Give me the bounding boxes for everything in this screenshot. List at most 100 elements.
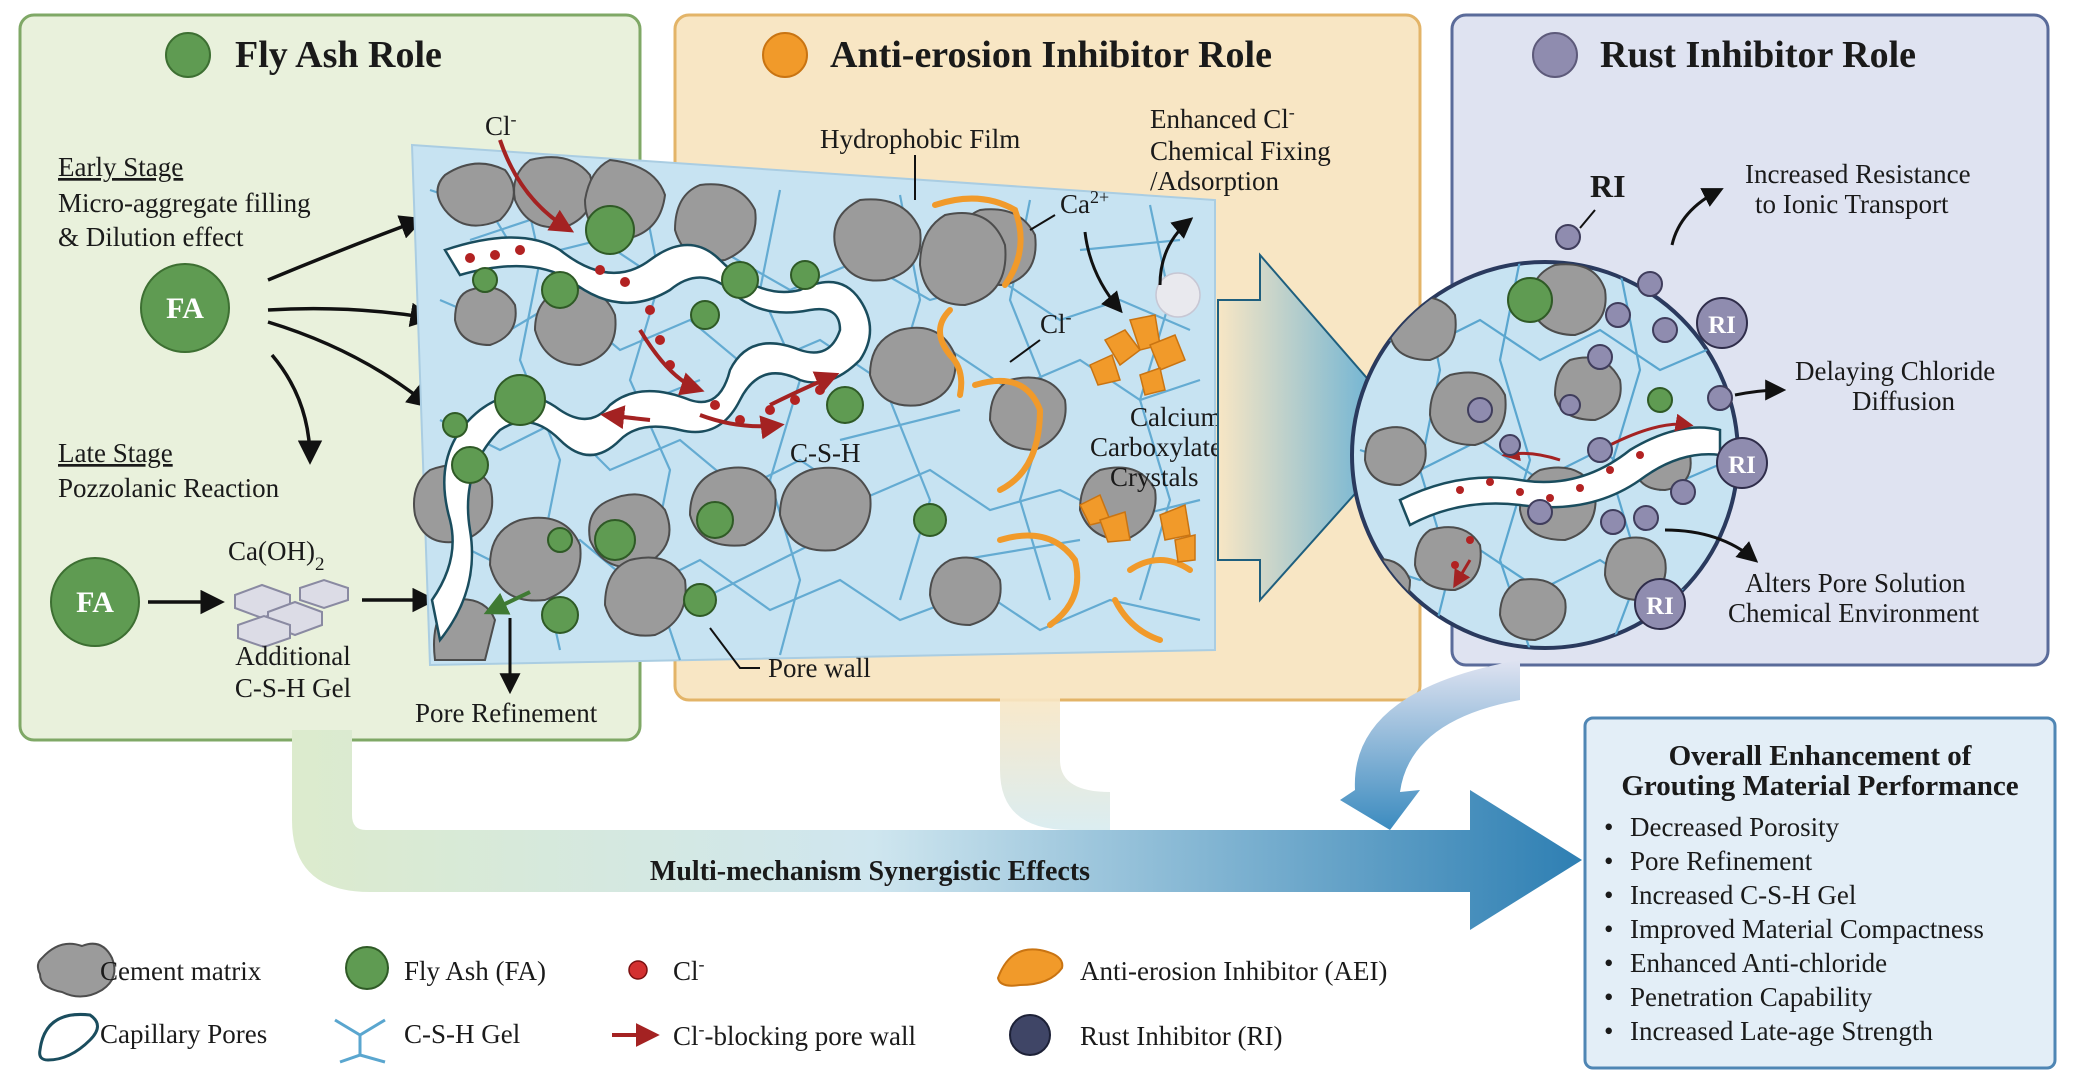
resistance-arrow bbox=[1670, 188, 1724, 246]
overall-bullet: • bbox=[1604, 948, 1613, 978]
legend-blocking-label: Cl--blocking pore wall bbox=[673, 1019, 916, 1051]
overall-item: Increased Late-age Strength bbox=[1630, 1016, 1933, 1046]
aei-cl-leader bbox=[1009, 339, 1041, 363]
fa-circle-early bbox=[140, 263, 230, 353]
enhanced-line3: /Adsorption bbox=[1150, 166, 1280, 196]
legend-ri-label: Rust Inhibitor (RI) bbox=[1080, 1021, 1283, 1051]
overall-bullet: • bbox=[1604, 812, 1613, 842]
aei-feed-arrow bbox=[1000, 698, 1110, 830]
alters-arrow bbox=[1664, 528, 1759, 563]
legend-aei-label: Anti-erosion Inhibitor (AEI) bbox=[1080, 956, 1387, 986]
early-stage-line2: & Dilution effect bbox=[58, 222, 244, 252]
rust-title: Rust Inhibitor Role bbox=[1600, 34, 1916, 76]
fa-circle-late bbox=[50, 557, 140, 647]
aei-hydrophobic-film bbox=[932, 195, 1193, 643]
legend-cement-label: Cement matrix bbox=[100, 956, 262, 986]
synergy-label: Multi-mechanism Synergistic Effects bbox=[650, 856, 1090, 887]
early-stage-line1: Micro-aggregate filling bbox=[58, 188, 311, 218]
overall-bullet: • bbox=[1604, 982, 1613, 1012]
legend: Cement matrix Fly Ash (FA) Cl- Anti-eros… bbox=[36, 942, 1387, 1064]
ca-label: Ca2+ bbox=[1060, 187, 1109, 219]
calcium-line1: Calcium bbox=[1130, 402, 1221, 432]
microstructure-block bbox=[410, 139, 1216, 667]
delaying-arrow bbox=[1734, 379, 1787, 401]
legend-fly-ash-icon bbox=[345, 946, 389, 990]
legend-pore-icon bbox=[38, 1012, 99, 1062]
overall-title-line1: Overall Enhancement of bbox=[1669, 740, 1972, 772]
resistance-line1: Increased Resistance bbox=[1745, 159, 1971, 189]
legend-fly-ash-label: Fly Ash (FA) bbox=[404, 956, 546, 986]
overall-item: Penetration Capability bbox=[1630, 982, 1873, 1012]
calcium-line2: Carboxylate bbox=[1090, 432, 1222, 462]
ri-badge-label-3: RI bbox=[1646, 593, 1674, 620]
caoh-label: Ca(OH)2 bbox=[228, 536, 324, 575]
ri-badge-label-1: RI bbox=[1708, 312, 1736, 339]
pore-refinement-label: Pore Refinement bbox=[415, 698, 598, 728]
refinement-green-arrow bbox=[483, 590, 531, 615]
early-stage-label: Early Stage bbox=[58, 152, 183, 182]
chloride-path-arrows bbox=[498, 139, 840, 440]
overall-bullet: • bbox=[1604, 846, 1613, 876]
overall-item: Enhanced Anti-chloride bbox=[1630, 948, 1887, 978]
legend-pores-label: Capillary Pores bbox=[100, 1019, 267, 1049]
fa-early-arrows bbox=[267, 215, 435, 465]
resistance-line2: to Ionic Transport bbox=[1755, 189, 1949, 219]
calcium-carboxylate-crystals bbox=[1078, 314, 1196, 563]
legend-csh-icon bbox=[334, 1018, 386, 1064]
fixing-arrow bbox=[1158, 217, 1194, 286]
overall-item: Decreased Porosity bbox=[1630, 812, 1840, 842]
fa-label-early: FA bbox=[166, 292, 204, 325]
late-stage-line: Pozzolanic Reaction bbox=[58, 473, 280, 503]
overall-bullet: • bbox=[1604, 880, 1613, 910]
rust-title-icon bbox=[1532, 32, 1578, 78]
triangle-arrow bbox=[1217, 252, 1414, 603]
ri-badge-label-2: RI bbox=[1728, 452, 1756, 479]
hydrophobic-film-label: Hydrophobic Film bbox=[820, 124, 1020, 154]
ri-leader bbox=[1579, 209, 1596, 229]
enhanced-line2: Chemical Fixing bbox=[1150, 136, 1331, 166]
overall-item: Improved Material Compactness bbox=[1630, 914, 1984, 944]
overall-bullet: • bbox=[1604, 914, 1613, 944]
csh-label: C-S-H bbox=[790, 438, 861, 468]
aei-title: Anti-erosion Inhibitor Role bbox=[830, 34, 1272, 76]
calcium-line3: Crystals bbox=[1110, 462, 1199, 492]
overall-list: • Decreased Porosity • Pore Refinement •… bbox=[1604, 812, 1984, 1046]
synergy-arrow bbox=[292, 730, 1582, 930]
caoh-crystals-icon bbox=[234, 578, 349, 649]
pore-wall-leader bbox=[709, 627, 760, 669]
alters-line2: Chemical Environment bbox=[1728, 598, 1980, 628]
late-stage-label: Late Stage bbox=[58, 438, 173, 468]
overall-bullet: • bbox=[1604, 1016, 1613, 1046]
rust-inhibitor-molecules bbox=[1467, 224, 1733, 535]
pore-wall-label: Pore wall bbox=[768, 653, 871, 683]
rust-feed-arrow bbox=[1340, 660, 1520, 830]
enhanced-line1: Enhanced Cl- bbox=[1150, 102, 1295, 134]
overall-box bbox=[1583, 716, 2057, 1070]
legend-cl-label: Cl- bbox=[673, 954, 705, 986]
fly-ash-title: Fly Ash Role bbox=[235, 34, 442, 76]
aei-title-icon bbox=[762, 32, 808, 78]
ri-badges bbox=[1634, 297, 1768, 630]
overall-item: Increased C-S-H Gel bbox=[1630, 880, 1856, 910]
delaying-line2: Diffusion bbox=[1852, 386, 1956, 416]
legend-chloride-icon bbox=[628, 960, 648, 980]
additional-line2: C-S-H Gel bbox=[235, 673, 351, 703]
ca-to-crystal-arrow bbox=[1083, 231, 1123, 314]
overall-title-line2: Grouting Material Performance bbox=[1621, 770, 2018, 802]
legend-rust-inhibitor-icon bbox=[1009, 1014, 1051, 1056]
aei-cl-label: Cl- bbox=[1040, 307, 1072, 339]
fly-ash-title-icon bbox=[165, 32, 211, 78]
adsorbed-ion-icon bbox=[1155, 272, 1201, 318]
additional-line1: Additional bbox=[235, 641, 351, 671]
delaying-line1: Delaying Chloride bbox=[1795, 356, 1995, 386]
ca-leader bbox=[1029, 214, 1056, 231]
fly-ash-spheres bbox=[442, 205, 947, 634]
fa-label-late: FA bbox=[76, 586, 114, 619]
overall-item: Pore Refinement bbox=[1630, 846, 1813, 876]
legend-aei-icon bbox=[996, 948, 1064, 987]
ri-top-label: RI bbox=[1590, 168, 1626, 204]
alters-line1: Alters Pore Solution bbox=[1745, 568, 1966, 598]
legend-cement-icon bbox=[36, 942, 116, 998]
